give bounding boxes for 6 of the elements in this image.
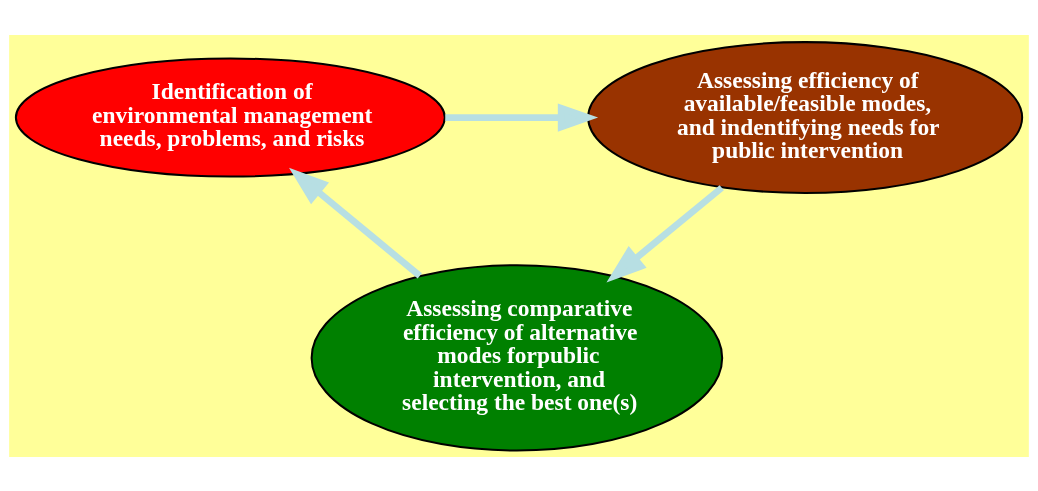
arrow (606, 184, 724, 283)
node-ellipse: Identification of environmental management needs, problems, and risks (14, 57, 446, 178)
arrow (289, 167, 422, 278)
node-ellipse: Assessing comparative efficiency of alternative modes forpublic intervention, and selecting the best one(s) (310, 263, 724, 452)
arrow (445, 102, 599, 132)
node-ellipse: Assessing efficiency of available/feasible modes, and indentifying needs for public intervention (587, 40, 1024, 194)
